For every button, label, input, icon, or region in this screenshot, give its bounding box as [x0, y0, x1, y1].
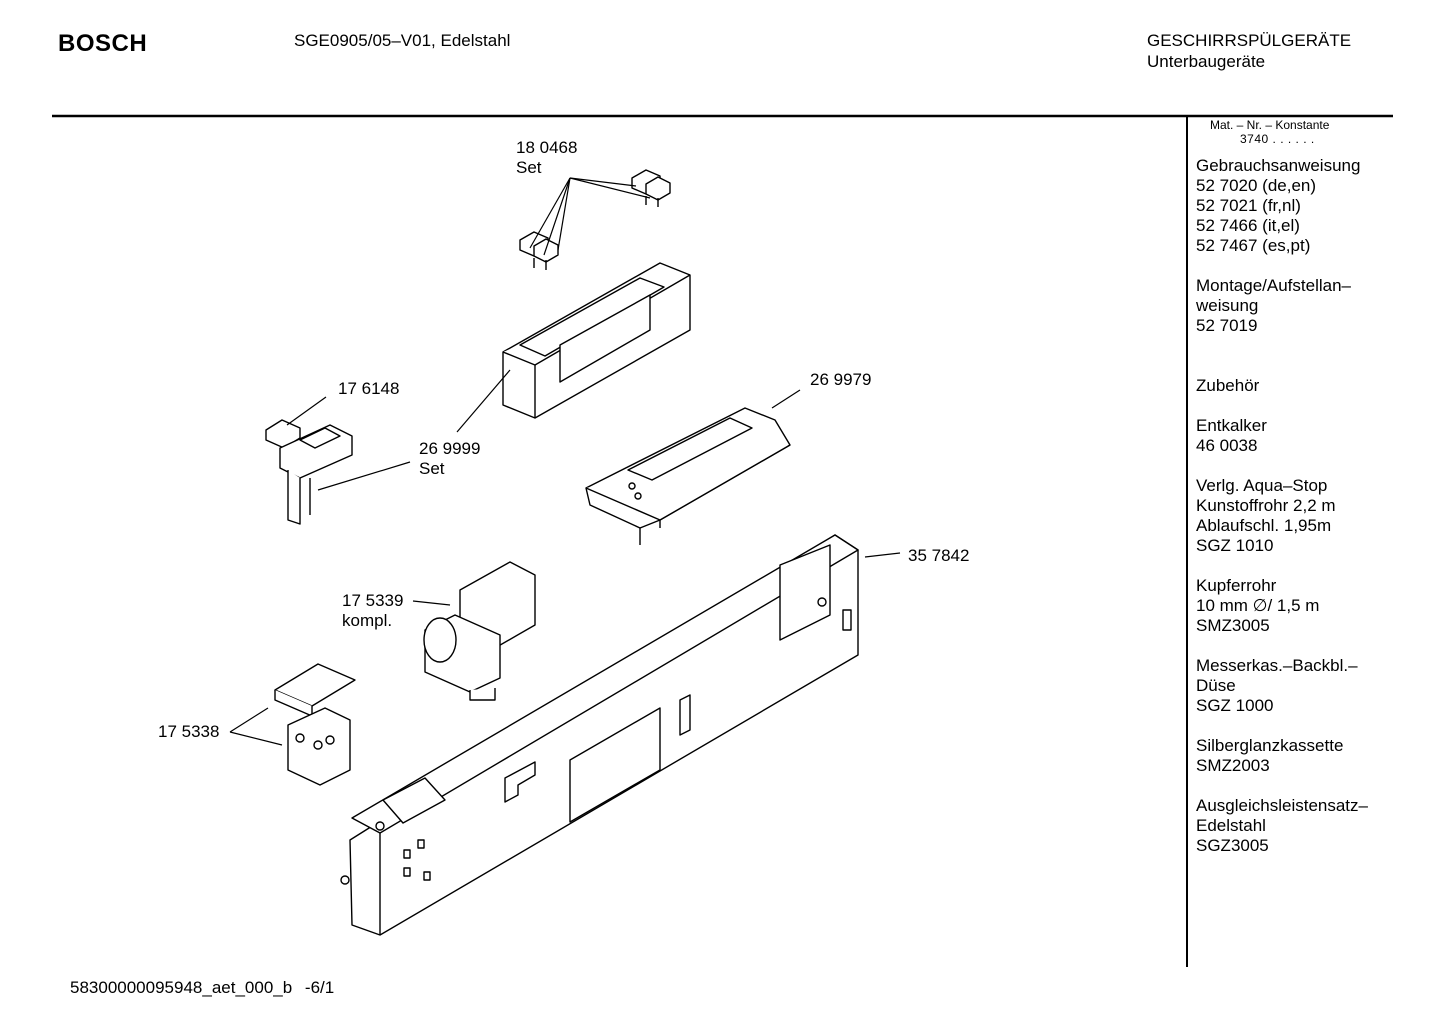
- sidebar-line: 52 7020 (de,en): [1196, 176, 1317, 195]
- sidebar-line: Montage/Aufstellan–: [1196, 276, 1351, 295]
- sidebar-line: 46 0038: [1196, 436, 1258, 455]
- sidebar-line: Düse: [1196, 676, 1236, 695]
- page-number: -6/1: [304, 978, 335, 997]
- part-label-269979: 26 9979: [810, 370, 872, 389]
- sidebar-line: Entkalker: [1196, 416, 1267, 435]
- sidebar-line: 52 7019: [1196, 316, 1258, 335]
- part-label-357842: 35 7842: [908, 546, 970, 565]
- sidebar-line: Kupferrohr: [1196, 576, 1277, 595]
- sidebar-line: [1196, 356, 1416, 376]
- accessories-sidebar: Mat. – Nr. – Konstante 3740 . . . . . . …: [1196, 118, 1416, 876]
- display-module-part: [585, 407, 791, 545]
- leader-lines: [229, 177, 901, 746]
- sidebar-line: SGZ3005: [1196, 836, 1269, 855]
- sidebar-line: 52 7021 (fr,nl): [1196, 196, 1301, 215]
- category-subtitle: Unterbaugeräte: [1147, 52, 1266, 71]
- door-lock-part: [423, 561, 536, 701]
- sidebar-line: Kunstoffrohr 2,2 m: [1196, 496, 1336, 515]
- sidebar-line: SGZ 1010: [1196, 536, 1274, 555]
- sidebar-line: 52 7467 (es,pt): [1196, 236, 1311, 255]
- sidebar-line: Edelstahl: [1196, 816, 1266, 835]
- sidebar-line: Silberglanzkassette: [1196, 736, 1344, 755]
- sidebar-line: Messerkas.–Backbl.–: [1196, 656, 1358, 675]
- sidebar-line: 52 7466 (it,el): [1196, 216, 1300, 235]
- sidebar-line: Verlg. Aqua–Stop: [1196, 476, 1328, 495]
- sidebar-line: Zubehör: [1196, 376, 1260, 395]
- clip-set-part: [519, 169, 671, 270]
- brand-logo: BOSCH: [58, 30, 148, 57]
- switch-bracket-part: [265, 419, 353, 525]
- sidebar-line: SMZ2003: [1196, 756, 1270, 775]
- part-label-176148: 17 6148: [338, 379, 400, 398]
- sidebar-line: Gebrauchsanweisung: [1196, 156, 1361, 175]
- sidebar-line: Ablaufschl. 1,95m: [1196, 516, 1332, 535]
- control-housing-part: [502, 262, 691, 419]
- sidebar-header: Mat. – Nr. – Konstante: [1210, 118, 1330, 132]
- doc-id: 58300000095948_aet_000_b: [70, 978, 293, 997]
- sidebar-line: 10 mm ∅/ 1,5 m: [1196, 596, 1320, 615]
- sidebar-line: weisung: [1196, 296, 1259, 315]
- sidebar-line: SGZ 1000: [1196, 696, 1274, 715]
- footer: 58300000095948_aet_000_b -6/1: [70, 978, 334, 998]
- sidebar-group: Zubehör: [1196, 356, 1416, 396]
- main-switch-part: [274, 663, 356, 786]
- category-title: GESCHIRRSPÜLGERÄTE: [1147, 31, 1352, 50]
- control-panel-part: [340, 534, 859, 936]
- sidebar-line: Ausgleichsleistensatz–: [1196, 796, 1368, 815]
- part-label-175338: 17 5338: [158, 722, 220, 741]
- sidebar-line: SMZ3005: [1196, 616, 1270, 635]
- model-title: SGE0905/05–V01, Edelstahl: [294, 31, 511, 50]
- sidebar-constant: 3740 . . . . . .: [1240, 132, 1315, 146]
